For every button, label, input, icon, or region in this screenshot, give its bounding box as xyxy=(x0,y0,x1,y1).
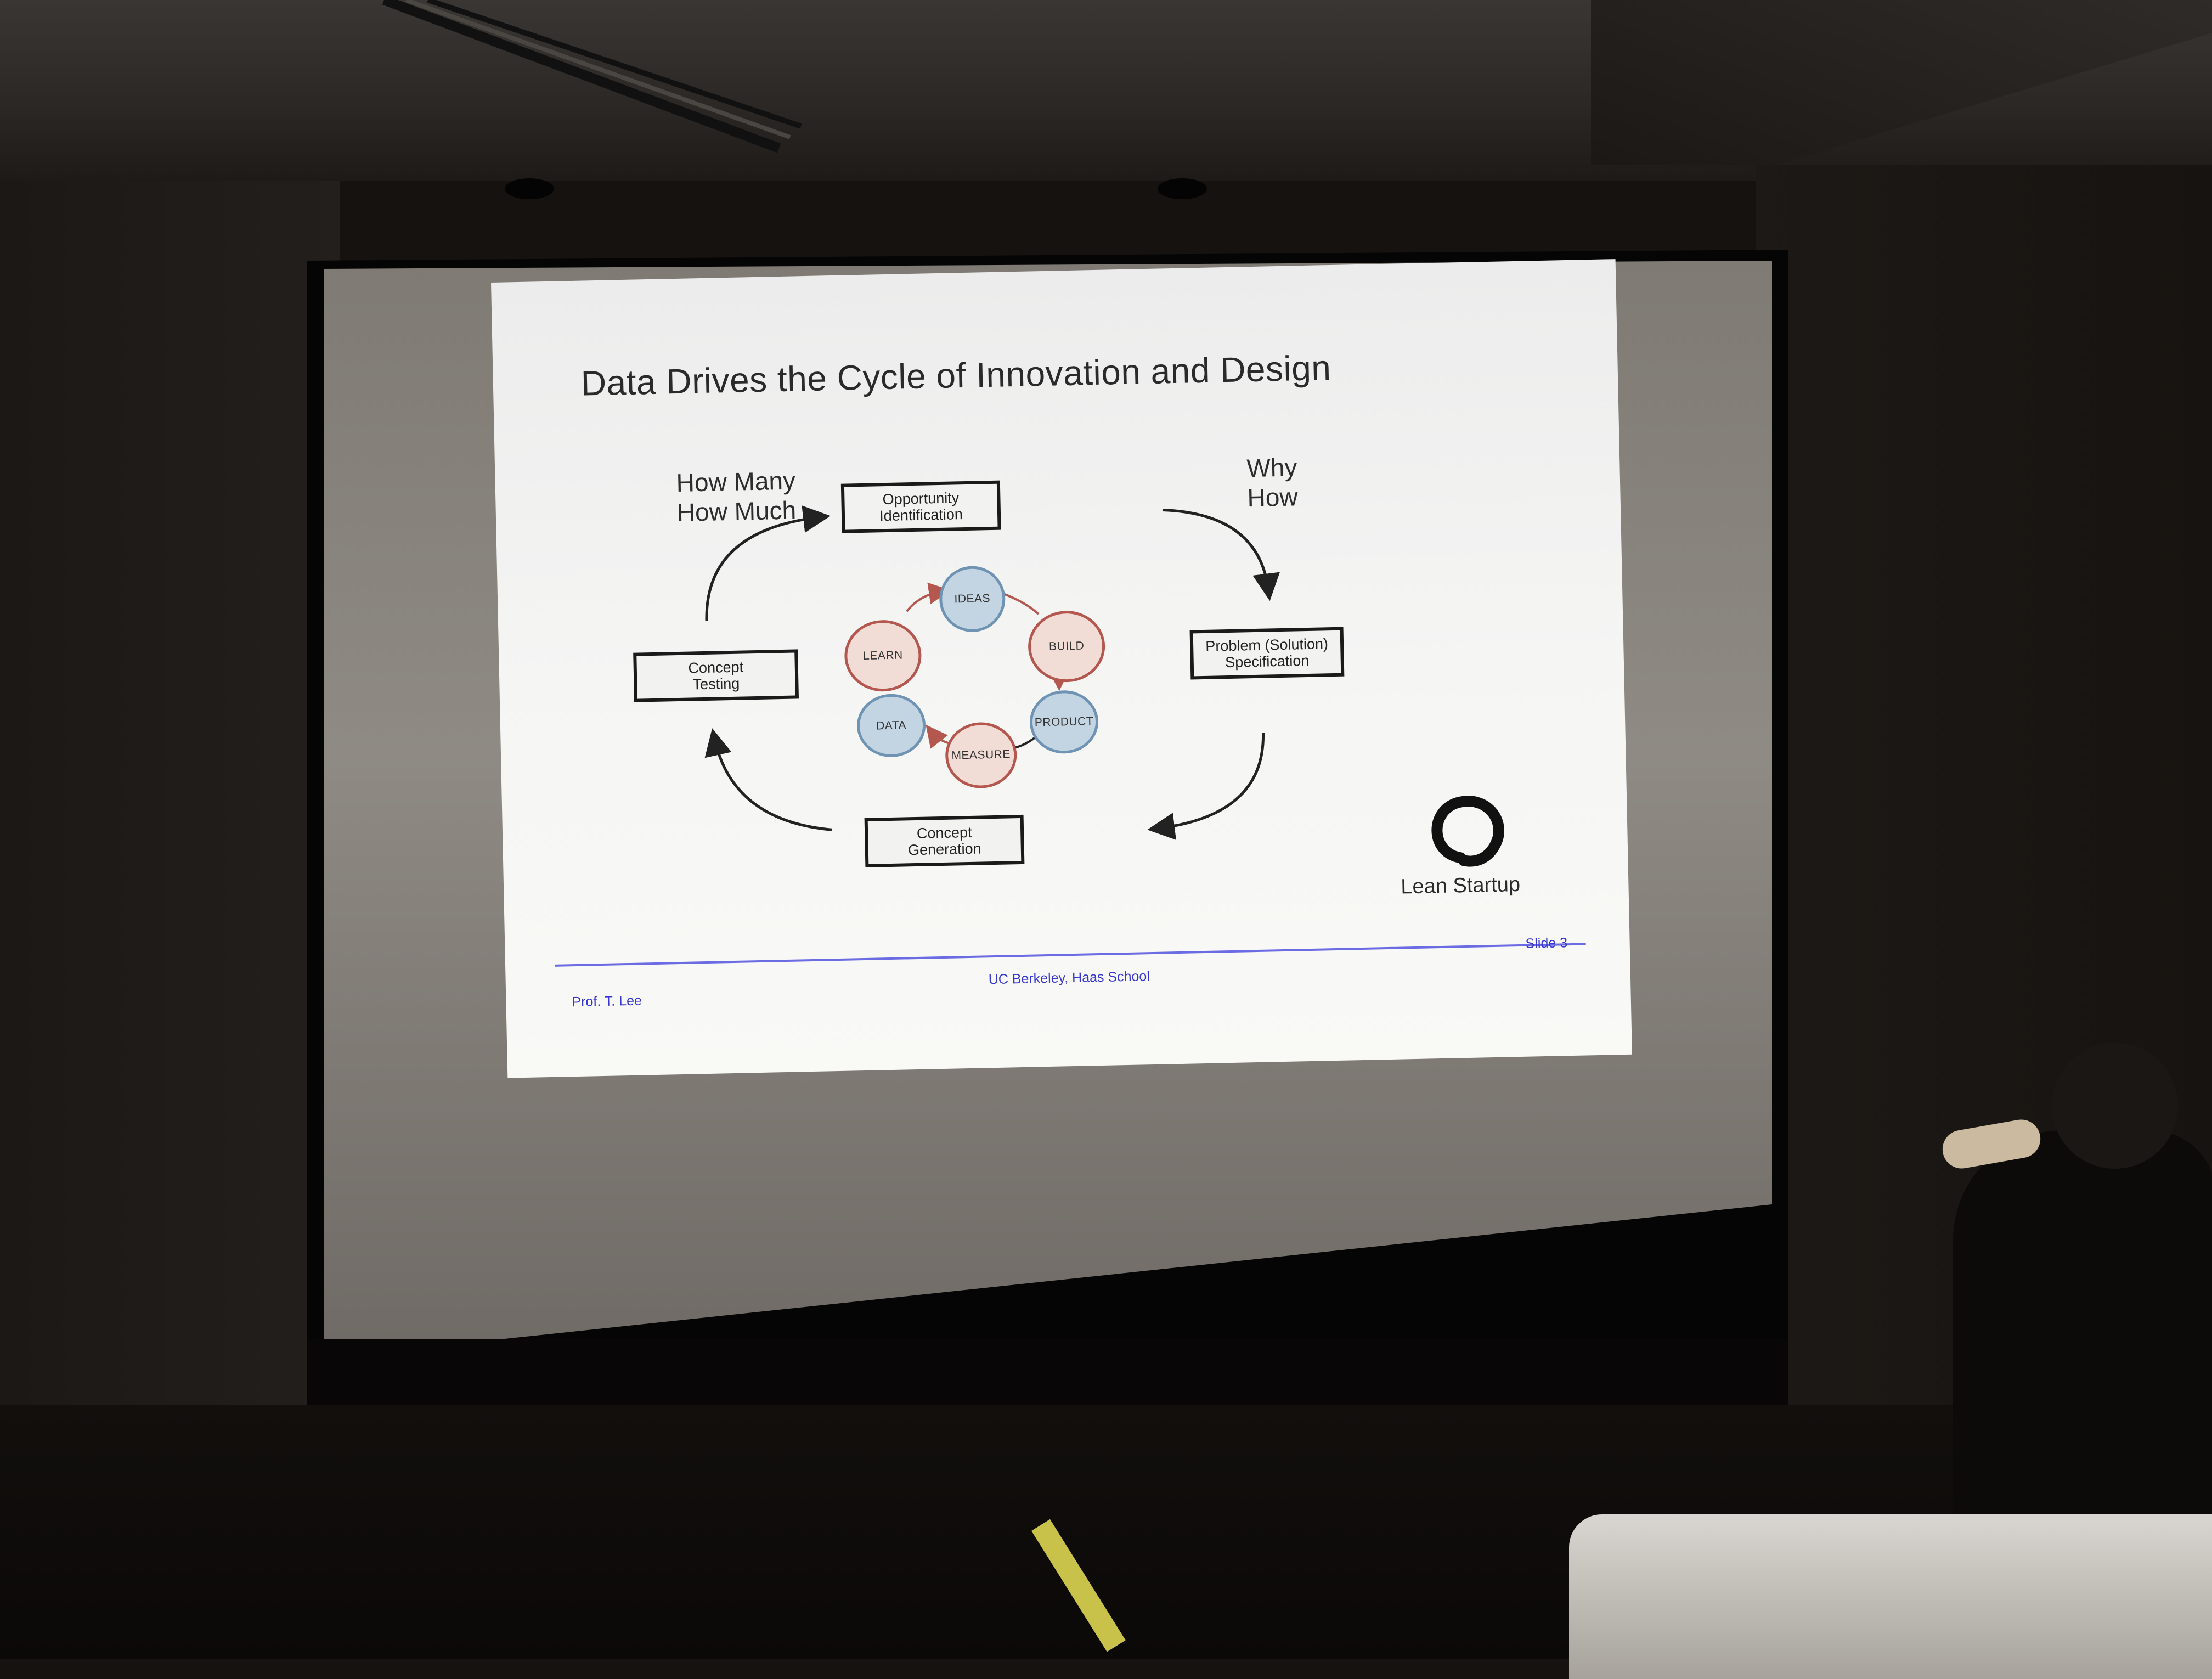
box-problem-specification: Problem (Solution) Specification xyxy=(1189,627,1345,680)
box-concept-testing: Concept Testing xyxy=(633,649,799,702)
projected-slide: Data Drives the Cycle of Innovation and … xyxy=(491,259,1632,1078)
box-concept-generation: Concept Generation xyxy=(864,814,1025,867)
box-testing-line1: Concept xyxy=(688,658,744,677)
audience-member-head xyxy=(2052,1043,2178,1169)
box-generation-line2: Generation xyxy=(907,840,981,859)
box-problem-line2: Specification xyxy=(1224,652,1310,671)
table-edge xyxy=(1569,1514,2212,1679)
arrow-generation-to-testing xyxy=(704,728,832,831)
box-opportunity-line1: Opportunity xyxy=(882,489,960,508)
box-generation-line1: Concept xyxy=(916,824,972,842)
lean-startup-logo xyxy=(1431,796,1504,867)
footer-school: UC Berkeley, Haas School xyxy=(988,968,1150,988)
footer-slide-number: Slide 3 xyxy=(1525,935,1568,951)
left-wall xyxy=(0,181,340,1498)
ceiling-light xyxy=(505,178,554,199)
arrow-problem-to-generation xyxy=(1147,733,1265,840)
box-problem-line1: Problem (Solution) xyxy=(1205,635,1329,655)
box-opportunity-line2: Identification xyxy=(879,506,963,525)
screen-base xyxy=(307,1339,1788,1405)
box-opportunity-identification: Opportunity Identification xyxy=(840,480,1001,533)
arrow-testing-to-opportunity xyxy=(705,505,831,621)
ceiling-light xyxy=(1158,178,1207,199)
audience-member xyxy=(1953,1130,2212,1514)
ceiling-vent xyxy=(382,0,802,153)
connector-learn-ideas xyxy=(906,582,951,612)
arrow-opportunity-to-problem xyxy=(1162,508,1280,601)
footer-author: Prof. T. Lee xyxy=(572,993,642,1010)
box-testing-line2: Testing xyxy=(692,675,740,693)
logo-label: Lean Startup xyxy=(1400,872,1521,899)
